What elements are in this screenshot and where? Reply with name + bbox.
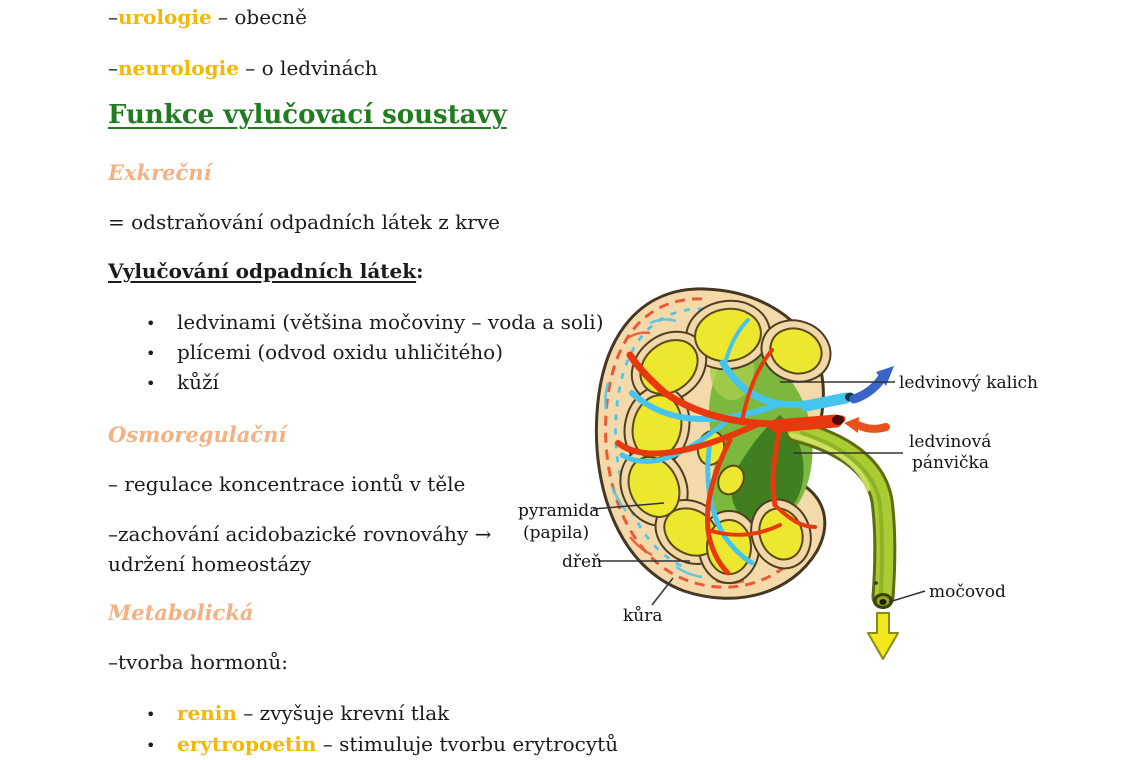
para-vylucovani-underlined: Vylučování odpadních látek: [108, 259, 417, 283]
list-item-text: ledvinami (většina močoviny – voda a sol…: [177, 310, 604, 334]
bullet-icon: •: [146, 344, 156, 363]
artery-stub-opening: [832, 415, 844, 425]
para-zachovani-line2: udržení homeostázy: [108, 552, 312, 576]
term-neurologie: neurologie: [118, 56, 239, 80]
dash: –: [108, 5, 118, 29]
para-neurologie-rest: – o ledvinách: [238, 56, 378, 80]
hormone-list: • renin – zvyšuje krevní tlak • erytropoet…: [146, 701, 618, 760]
renal-vein-stub: [800, 392, 852, 412]
pointer-lines: [592, 381, 926, 606]
list-item: • erytropoetin – stimuluje tvorbu erytroc…: [146, 732, 618, 760]
bullet-icon: •: [146, 736, 156, 755]
subhead-metabolicka: Metabolická: [108, 600, 254, 625]
pelvis-core: [731, 415, 804, 523]
bullet-icon: •: [146, 314, 156, 333]
section-heading: Funkce vylučovací soustavy: [108, 100, 507, 130]
subhead-osmoregulacni: Osmoregulační: [108, 422, 287, 447]
ureter-opening-hole: [879, 599, 887, 605]
label-dren: dřeň: [562, 552, 602, 572]
bullet-icon: •: [146, 705, 156, 724]
list-item: • kůží: [146, 370, 604, 400]
urine-flow-arrow: [867, 612, 899, 660]
para-definition: = odstraňování odpadních látek z krve: [108, 210, 500, 234]
dash: –: [108, 56, 118, 80]
vein-out-arrow: [849, 366, 894, 404]
ureter: [784, 419, 897, 609]
ureter-dot: [874, 581, 878, 585]
label-mocovod: močovod: [929, 582, 1006, 602]
term-renin: renin: [177, 701, 237, 725]
subhead-exkrecni: Exkreční: [108, 160, 212, 185]
label-panvicka-line2: pánvička: [912, 453, 989, 473]
kidney-diagram: ledvinový kalich ledvinová pánvička pyra…: [518, 287, 1038, 660]
rim-artery-dashed: [604, 297, 806, 589]
para-zachovani-line1: –zachování acidobazické rovnováhy →: [108, 522, 492, 546]
para-urologie-rest: – obecně: [211, 5, 307, 29]
label-kura: kůra: [623, 606, 663, 626]
bullet-icon: •: [146, 374, 156, 393]
list-item-text: plícemi (odvod oxidu uhličitého): [177, 340, 504, 364]
list-item: • plícemi (odvod oxidu uhličitého): [146, 340, 604, 370]
list-item-text: kůží: [177, 370, 219, 394]
para-regulace: – regulace koncentrace iontů v těle: [108, 472, 466, 496]
label-pyramida-line2: (papila): [523, 523, 589, 543]
term-urologie: urologie: [118, 5, 212, 29]
label-panvicka-line1: ledvinová: [909, 432, 991, 452]
label-kalich: ledvinový kalich: [899, 373, 1038, 393]
list-item-text: – zvyšuje krevní tlak: [236, 701, 450, 725]
excretion-list: • ledvinami (většina močoviny – voda a so…: [146, 310, 604, 400]
para-vylucovani-colon: :: [416, 259, 424, 283]
label-pyramida-line1: pyramida: [518, 501, 599, 521]
renal-artery-stub: [769, 414, 843, 433]
para-hormony: –tvorba hormonů:: [108, 650, 289, 674]
list-item: • ledvinami (většina močoviny – voda a so…: [146, 310, 604, 340]
artery-in-arrow: [844, 417, 890, 433]
list-item-text: – stimuluje tvorbu erytrocytů: [316, 732, 619, 756]
para-urologie: –urologie – obecně: [108, 5, 307, 29]
para-neurologie: –neurologie – o ledvinách: [108, 56, 378, 80]
term-erytropoetin: erytropoetin: [177, 732, 317, 756]
para-vylucovani: Vylučování odpadních látek:: [108, 259, 424, 283]
list-item: • renin – zvyšuje krevní tlak: [146, 701, 618, 732]
